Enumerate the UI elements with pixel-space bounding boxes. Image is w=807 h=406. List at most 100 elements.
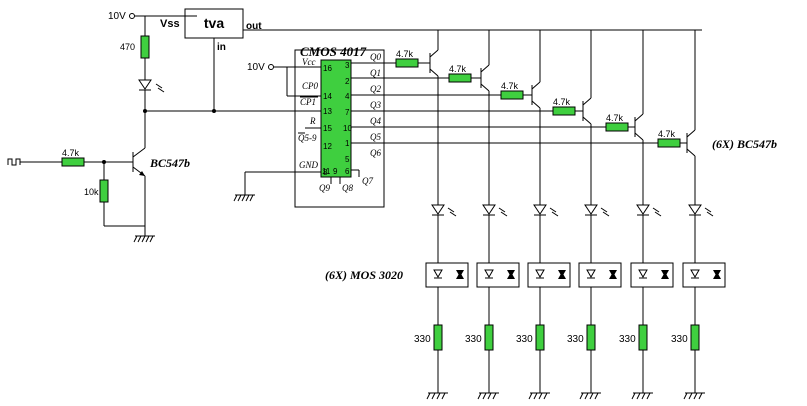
vcc-top-label: 10V — [108, 11, 126, 22]
tva-in-label: in — [217, 42, 226, 53]
pin-bottom-label-q8: Q8 — [342, 183, 353, 193]
resistor-q0 — [395, 58, 419, 68]
optocoupler-icon — [578, 262, 622, 288]
resistor-330 — [484, 324, 494, 351]
resistor-330-label: 330 — [671, 334, 688, 345]
resistor-330-label: 330 — [619, 334, 636, 345]
vss-label: Vss — [160, 18, 180, 30]
resistor-330-label: 330 — [465, 334, 482, 345]
resistor-330 — [638, 324, 648, 351]
resistor-470 — [140, 35, 150, 59]
pin-right-num: 4 — [345, 92, 350, 101]
pin-left-num: 12 — [323, 142, 332, 151]
pin-right-num: 10 — [343, 124, 352, 133]
channel-led-icon — [431, 204, 445, 215]
optocoupler-icon — [682, 262, 726, 288]
pin-bottom-label-q7: Q7 — [362, 176, 373, 186]
pin-left-num: 16 — [323, 64, 332, 73]
pin-bottom-num: 6 — [345, 167, 350, 176]
resistor-330 — [535, 324, 545, 351]
output-transistor-icon — [429, 30, 439, 205]
pin-right-name: Q1 — [370, 68, 381, 78]
ic-chip-body — [320, 59, 352, 178]
optocouplers-label: (6X) MOS 3020 — [325, 268, 403, 282]
pin-bottom-num: 11 — [322, 167, 331, 176]
resistor-q-label: 4.7k — [396, 49, 414, 59]
tva-out-label: out — [246, 21, 262, 32]
pin-right-num: 7 — [345, 108, 350, 117]
pin-right-num: 2 — [345, 77, 350, 86]
resistor-q2 — [500, 90, 524, 100]
input-stage: 470 4.7k 10k BC547b — [7, 35, 320, 243]
indicator-led-icon — [138, 79, 152, 90]
optocoupler-icon — [527, 262, 571, 288]
pin-right-name: Q4 — [370, 116, 381, 126]
ground-symbol-input — [133, 235, 155, 243]
resistor-q1 — [448, 73, 472, 83]
pin-left-name: R — [309, 116, 316, 126]
resistor-470-label: 470 — [120, 42, 135, 52]
pin-right-num: 5 — [345, 155, 350, 164]
channel-led-icon — [584, 204, 598, 215]
pin-bottom-label-q9: Q9 — [319, 183, 330, 193]
resistor-q-label: 4.7k — [501, 81, 519, 91]
pin-left-name: GND — [299, 160, 319, 170]
channel-led-icon — [636, 204, 650, 215]
pin-right-num: 3 — [345, 61, 350, 70]
resistor-330 — [690, 324, 700, 351]
cmos-4017: CMOS 4017 10V Vcc 16 CP0 14 CP1 13 — [233, 44, 385, 208]
output-transistor-icon — [480, 30, 490, 205]
optocoupler-icon — [476, 262, 520, 288]
resistor-330-label: 330 — [516, 334, 533, 345]
pin-left-name: Q5-9 — [298, 133, 317, 143]
resistor-330-label: 330 — [414, 334, 431, 345]
pin-left-name: CP1 — [300, 97, 316, 107]
resistor-q5 — [657, 138, 681, 148]
resistor-330-label: 330 — [567, 334, 584, 345]
ic-title: CMOS 4017 — [300, 44, 367, 59]
resistor-input-label: 4.7k — [62, 148, 80, 158]
channel-chain: 330 330 330 — [414, 204, 726, 400]
pin-bottom-num: 9 — [333, 167, 338, 176]
channel-led-icon — [533, 204, 547, 215]
tva-block: tva out in — [184, 8, 702, 113]
resistor-q3 — [552, 106, 576, 116]
resistor-q4 — [605, 122, 629, 132]
resistor-330 — [586, 324, 596, 351]
vcc-ic-label: 10V — [247, 62, 265, 73]
output-transistor-icon — [634, 30, 644, 205]
pin-left-num: 13 — [323, 107, 332, 116]
resistor-q-label: 4.7k — [606, 113, 624, 123]
pin-right-num: 1 — [345, 139, 350, 148]
pin-left-name: Vcc — [302, 57, 316, 67]
optocoupler-icon — [630, 262, 674, 288]
vcc-top-supply: 10V Vss — [108, 11, 197, 36]
resistor-q-label: 4.7k — [658, 129, 676, 139]
resistor-input — [61, 157, 85, 167]
channel-led-icon — [482, 204, 496, 215]
input-transistor-label: BC547b — [149, 156, 190, 170]
resistor-330 — [433, 324, 443, 351]
output-transistor-icon — [686, 30, 696, 205]
pin-left-name: CP0 — [302, 81, 319, 91]
pin-right-name: Q6 — [370, 148, 381, 158]
resistor-10k — [99, 179, 109, 203]
pin-right-name: Q5 — [370, 132, 381, 142]
pin-right-name: Q2 — [370, 84, 381, 94]
output-transistor-icon — [582, 30, 592, 205]
output-transistors-label: (6X) BC547b — [712, 137, 777, 151]
pin-right-name: Q0 — [370, 52, 381, 62]
pin-right-name: Q3 — [370, 100, 381, 110]
pin-left-num: 14 — [323, 92, 332, 101]
pin-left-num: 8 — [323, 168, 328, 177]
ground-symbol-ic — [233, 194, 255, 202]
pulse-input-icon — [7, 158, 21, 166]
channel-led-icon — [688, 204, 702, 215]
tva-label: tva — [204, 15, 224, 31]
resistor-q-label: 4.7k — [449, 64, 467, 74]
pin-left-num: 15 — [323, 124, 332, 133]
resistor-q-label: 4.7k — [553, 97, 571, 107]
resistor-10k-label: 10k — [84, 187, 99, 197]
optocoupler-icon — [425, 262, 469, 288]
